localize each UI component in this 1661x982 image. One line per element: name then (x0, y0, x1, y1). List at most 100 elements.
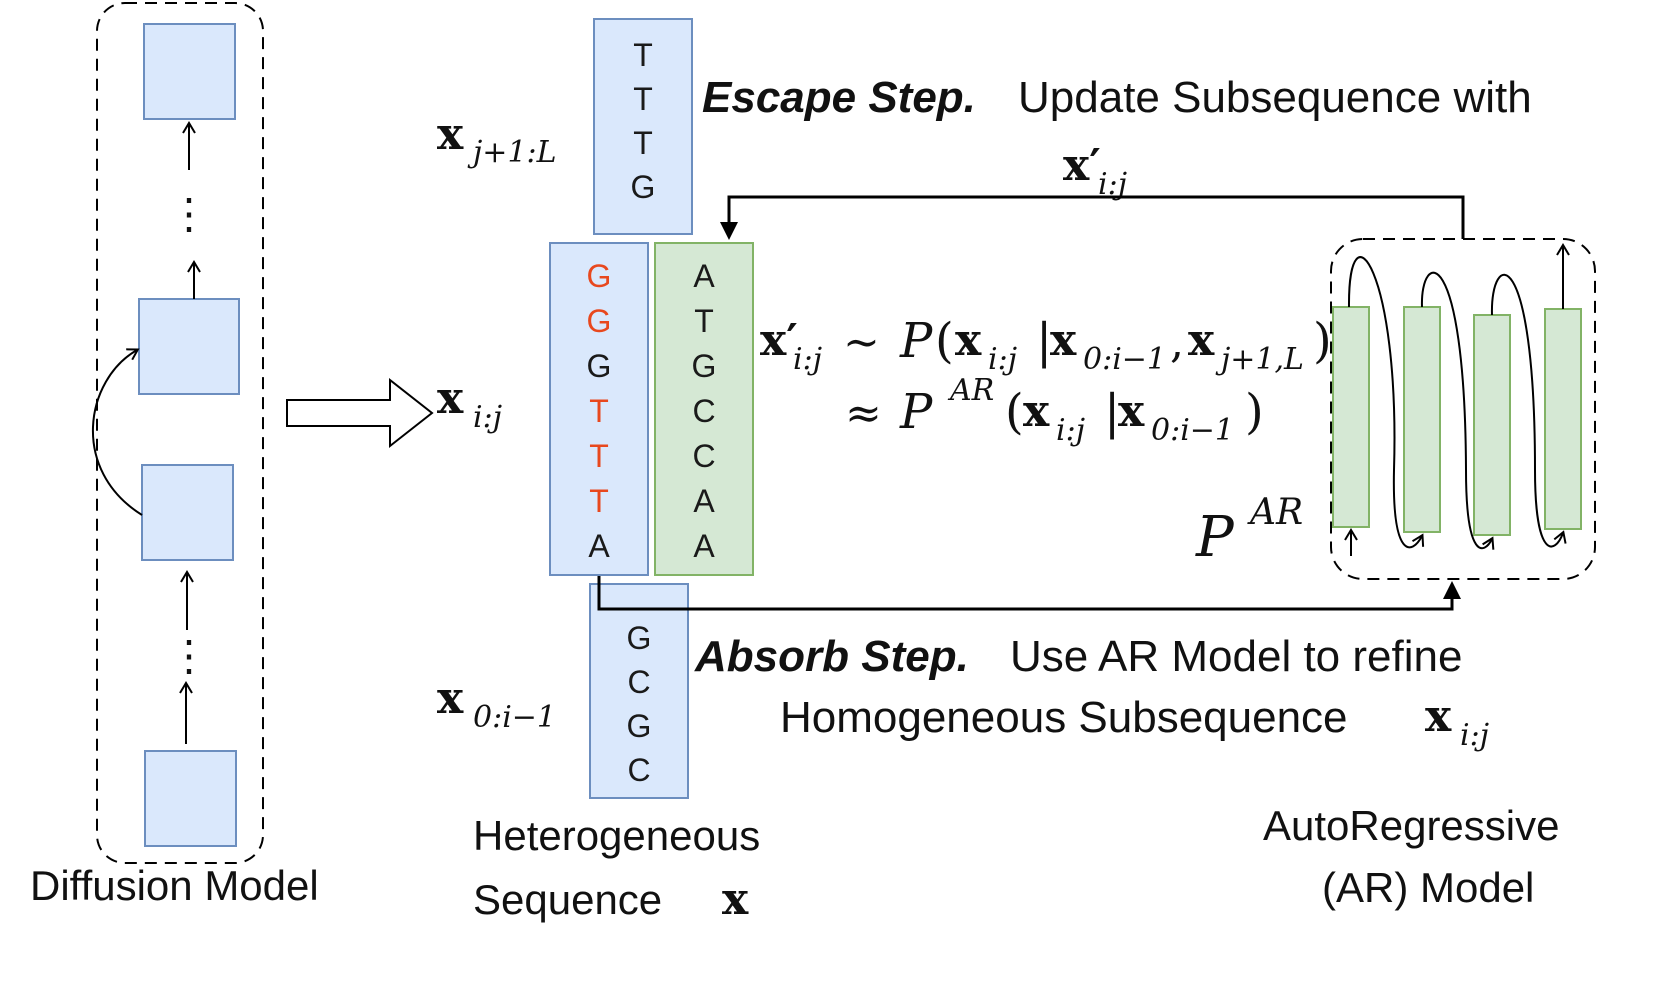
svg-text:i:j: i:j (1460, 718, 1489, 753)
svg-text:x: x (955, 315, 982, 366)
heterogeneous-label-line1: Heterogeneous (473, 812, 760, 859)
svg-text:0:i−1: 0:i−1 (1083, 342, 1166, 377)
absorb-arrow (597, 576, 1454, 611)
svg-text:x′: x′ (760, 315, 798, 366)
nucleotide-base: A (693, 483, 715, 519)
svg-text:,: , (1170, 317, 1184, 368)
ar-model-panel: P AR AutoRegressive (AR) Model (1195, 238, 1596, 911)
diffusion-model-panel: ⋮ ⋮ Diffusion Model (30, 2, 319, 909)
refined-subsequence-box (654, 242, 754, 576)
nucleotide-base: T (589, 393, 609, 429)
svg-text:|: | (1104, 384, 1120, 440)
middle-subsequence-box (549, 242, 649, 576)
nucleotide-base: C (627, 752, 650, 788)
nucleotide-base: G (587, 258, 612, 294)
svg-text:x: x (1118, 386, 1145, 437)
ar-token-block (1403, 306, 1441, 533)
svg-text:P: P (899, 384, 933, 440)
svg-text:i:j: i:j (1056, 413, 1085, 448)
ar-connection-curve (1420, 271, 1495, 550)
escape-arrow (727, 195, 1465, 239)
nucleotide-base: T (694, 303, 714, 339)
absorb-step-text-2: Homogeneous Subsequence (780, 693, 1348, 742)
escape-step-title: Escape Step. (702, 73, 976, 122)
svg-text:): ) (1245, 384, 1264, 440)
svg-text:≈: ≈ (845, 388, 882, 439)
absorb-step-title: Absorb Step. (694, 632, 969, 681)
nucleotide-base: G (587, 303, 612, 339)
nucleotide-base: G (627, 620, 652, 656)
svg-text:): ) (1313, 313, 1332, 369)
ar-token-block (1473, 314, 1511, 536)
escape-step-text: Update Subsequence with (1018, 73, 1532, 122)
absorb-step-x: x (1425, 691, 1452, 742)
nucleotide-base: C (692, 393, 715, 429)
equation-line-2: ≈ P AR ( x i:j | x 0:i−1 ) (845, 373, 1264, 448)
diffusion-skip-arrow (92, 348, 143, 516)
svg-text:AR: AR (947, 373, 994, 408)
svg-text:AR: AR (1247, 492, 1303, 533)
svg-text:P: P (1195, 505, 1235, 570)
nucleotide-base: T (633, 81, 653, 117)
svg-text:x: x (437, 109, 464, 160)
diffusion-state-block (138, 298, 240, 395)
nucleotide-base: G (631, 169, 656, 205)
nucleotide-base: C (692, 438, 715, 474)
diffusion-state-block (144, 750, 237, 847)
x-lower-label: x 0:i−1 (437, 673, 556, 735)
escape-arrow-head (720, 222, 738, 240)
svg-text:x: x (437, 673, 464, 724)
nucleotide-base: G (627, 708, 652, 744)
ar-token-block (1332, 306, 1370, 528)
escape-step-x: x′ (1063, 140, 1101, 191)
diffusion-dashed-border (96, 2, 264, 864)
ar-model-label-line1: AutoRegressive (1263, 802, 1559, 849)
x-upper-label: x j+1:L (437, 109, 557, 170)
nucleotide-base: T (589, 483, 609, 519)
svg-text:x: x (1050, 315, 1077, 366)
svg-text:(: ( (935, 313, 954, 369)
equation-line-1: x′ i:j ∼ P ( x i:j | x 0:i−1 , x j+1,L ) (760, 313, 1332, 377)
svg-text:x: x (1023, 386, 1050, 437)
svg-text:i:j: i:j (988, 342, 1017, 377)
escape-step-caption: Escape Step. Update Subsequence with x′ … (702, 73, 1532, 202)
ar-dashed-border (1330, 238, 1596, 580)
svg-text:|: | (1036, 313, 1052, 369)
nucleotide-base: G (587, 348, 612, 384)
sequence-x-symbol: x (722, 874, 749, 925)
nucleotide-base: A (693, 528, 715, 564)
svg-text:P: P (899, 313, 933, 369)
ar-token-block (1544, 308, 1582, 530)
svg-text:i:j: i:j (473, 400, 502, 435)
diffusion-state-block (141, 464, 234, 561)
transition-arrow (286, 377, 434, 449)
diffusion-ellipsis: ⋮ (168, 632, 210, 679)
svg-text:i:j: i:j (793, 342, 822, 377)
svg-text:(: ( (1005, 384, 1024, 440)
nucleotide-base: A (693, 258, 715, 294)
upper-subsequence-box (593, 18, 693, 235)
diffusion-state-block (143, 23, 236, 120)
svg-text:0:i−1: 0:i−1 (473, 700, 556, 735)
heterogeneous-label-line2: Sequence (473, 876, 662, 923)
svg-text:x: x (1188, 315, 1215, 366)
lower-subsequence-box (589, 583, 689, 799)
ar-connection-curve (1347, 256, 1425, 549)
absorb-step-text: Use AR Model to refine (1010, 632, 1462, 681)
diffusion-ellipsis: ⋮ (168, 190, 210, 237)
nucleotide-base: A (588, 528, 610, 564)
diffusion-model-label: Diffusion Model (30, 862, 319, 909)
nucleotide-base: T (589, 438, 609, 474)
nucleotide-base: G (692, 348, 717, 384)
absorb-arrow-head (1443, 581, 1461, 599)
ar-model-label-line2: (AR) Model (1322, 864, 1534, 911)
svg-text:0:i−1: 0:i−1 (1151, 413, 1234, 448)
ar-connection-curve (1490, 273, 1567, 548)
nucleotide-base: T (633, 125, 653, 161)
